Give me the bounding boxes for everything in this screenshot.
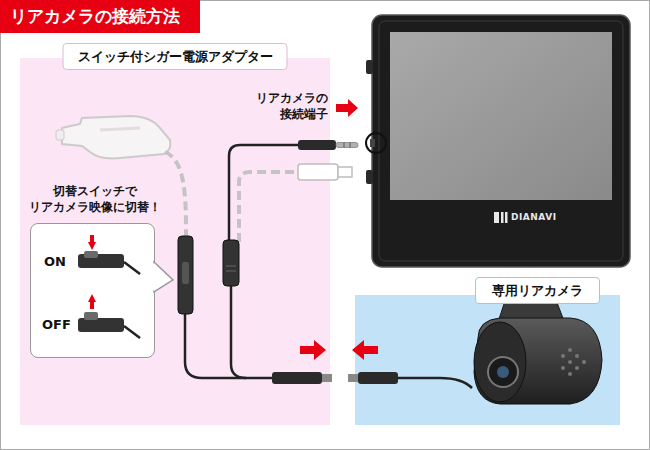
switch-state: ON [44, 254, 66, 269]
switch-slider [84, 251, 98, 258]
black-cable [185, 314, 272, 378]
brand-logo: DIANAVI [511, 211, 557, 223]
callout-tail-mask [153, 264, 156, 291]
side-button [366, 60, 373, 74]
adapter-body [62, 116, 170, 158]
cigar-adapter [56, 116, 170, 158]
switch-cable [124, 326, 140, 338]
gray-cable [165, 152, 186, 236]
monitor [366, 15, 630, 267]
speaker-hole [582, 360, 586, 364]
switch-state: OFF [42, 317, 71, 332]
black-cable [231, 286, 246, 378]
camera-lens [488, 357, 518, 387]
logo-mark [494, 212, 499, 223]
connector-tip [322, 374, 332, 382]
inline-switch [178, 236, 193, 314]
monitor-screen [390, 32, 612, 200]
speaker-hole [561, 354, 565, 358]
speaker-hole [568, 372, 572, 376]
junction-body [223, 240, 239, 286]
speaker-hole [575, 354, 579, 358]
adapter-tip [56, 130, 64, 140]
rear-camera [474, 298, 602, 404]
plug-body [298, 164, 338, 180]
monitor-bezel [379, 21, 623, 261]
camera-lens [497, 366, 509, 378]
red-arrow [90, 301, 94, 309]
side-button [366, 170, 373, 184]
junction-detail [226, 271, 236, 272]
red-arrow [90, 235, 94, 243]
red-arrow [352, 340, 378, 360]
black-cable [229, 145, 300, 242]
port-highlight [366, 133, 386, 153]
connector-body [358, 372, 398, 384]
red-arrow [300, 340, 326, 360]
red-arrow [88, 294, 96, 302]
plug-tip [338, 167, 352, 177]
panel-heading: 専用リアカメラ [475, 277, 600, 304]
gray-cable [239, 172, 300, 242]
switch-off-icon [78, 294, 140, 338]
junction-detail [226, 266, 236, 267]
callout-tail [154, 262, 173, 292]
speaker-hole [575, 366, 579, 370]
camera-connector [348, 372, 472, 388]
switch-on-icon [78, 235, 140, 274]
logo-mark [505, 212, 508, 223]
camera-body [474, 318, 602, 404]
title-text: リアカメラの接続方法 [10, 6, 180, 27]
switch-body [78, 318, 124, 332]
connector-body [272, 372, 322, 384]
speaker-hole [568, 348, 572, 352]
plug-body [298, 140, 336, 150]
port [370, 139, 375, 147]
speaker-hole [568, 360, 572, 364]
callout-text: 切替スイッチで リアカメラ映像に切替！ [22, 183, 168, 215]
monitor-housing [372, 15, 630, 267]
title-bar [0, 0, 200, 33]
plug-ring [344, 143, 345, 148]
junction [223, 240, 239, 286]
port-label: リアカメラの 接続端子 [228, 90, 328, 122]
red-arrow [88, 242, 96, 250]
cable-connector [272, 372, 332, 384]
switch-body [178, 236, 193, 314]
speaker-hole [561, 366, 565, 370]
camera-front [474, 322, 526, 402]
logo-mark [501, 212, 504, 223]
panel-heading: スイッチ付シガー電源アダプター [63, 43, 288, 70]
audio-plug [298, 140, 358, 150]
adapter-detail [100, 128, 140, 130]
camera-cable [398, 378, 472, 388]
usb-plug [298, 164, 352, 180]
connector-tip [348, 374, 358, 382]
switch-slider [84, 312, 98, 320]
red-arrow [336, 99, 358, 117]
plug-pin [336, 143, 358, 148]
switch-slider [182, 262, 189, 284]
switch-cable [124, 262, 140, 274]
plug-ring [350, 143, 351, 148]
